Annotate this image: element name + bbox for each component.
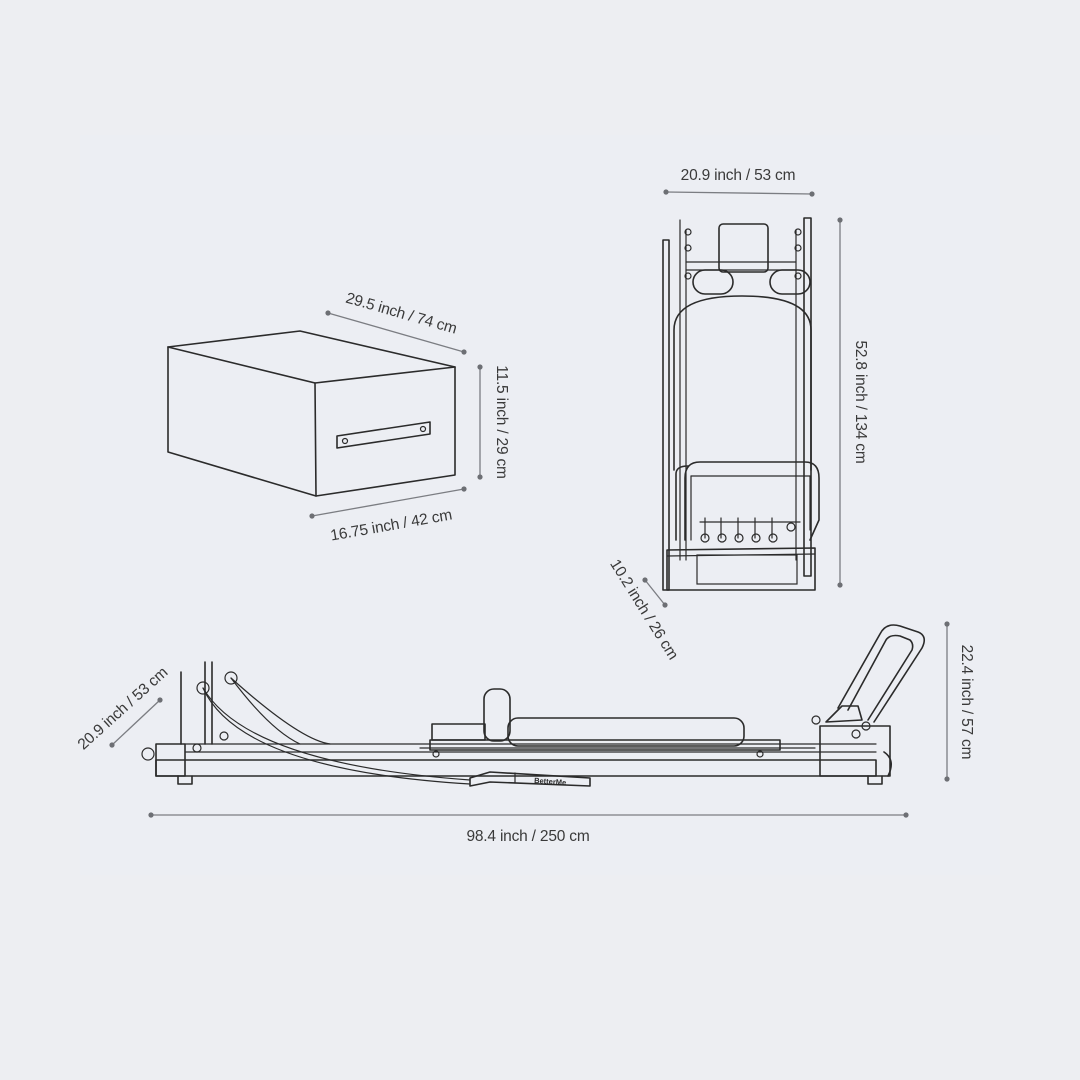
reformer-length-dimension: 98.4 inch / 250 cm xyxy=(148,812,909,845)
upright-height-dimension: 52.8 inch / 134 cm xyxy=(837,217,869,588)
upright-reformer-drawing xyxy=(662,217,820,591)
upright-width-label: 20.9 inch / 53 cm xyxy=(681,167,796,184)
reformer-length-label: 98.4 inch / 250 cm xyxy=(466,828,589,845)
reformer-height-label: 22.4 inch / 57 cm xyxy=(958,645,975,760)
reformer-side-drawing: BetterMe xyxy=(141,624,926,787)
reformer-height-dimension: 22.4 inch / 57 cm xyxy=(944,621,975,782)
upright-width-dimension: 20.9 inch / 53 cm xyxy=(663,167,815,197)
upright-height-label: 52.8 inch / 134 cm xyxy=(852,340,869,463)
storage-box-drawing xyxy=(167,330,456,497)
box-height-dimension: 11.5 inch / 29 cm xyxy=(477,364,510,480)
brand-label: BetterMe xyxy=(534,776,567,787)
box-height-label: 11.5 inch / 29 cm xyxy=(493,365,510,479)
diagram-panel xyxy=(80,135,1000,875)
